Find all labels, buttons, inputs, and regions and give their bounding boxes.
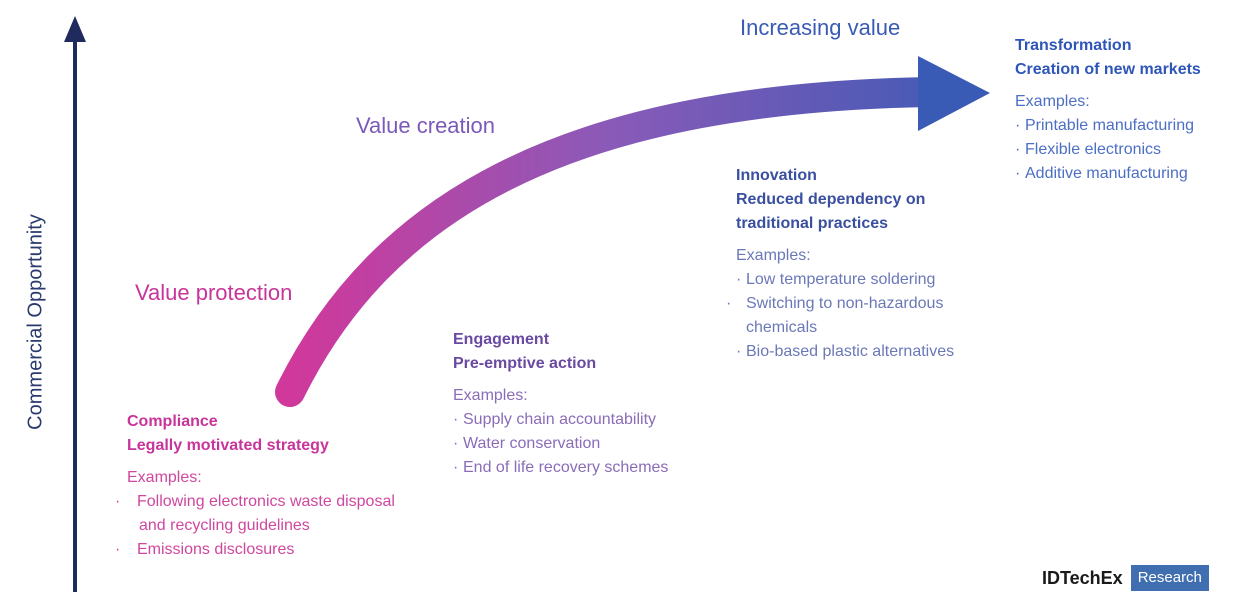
bullet: · [726,295,732,312]
list-item: ·Flexible electronics [1015,138,1247,162]
stage-title: Engagement [453,331,550,348]
stage-title: Compliance [127,413,218,430]
list-item: ·Water conservation [453,432,753,456]
idtechex-logo: IDTechEx Research [1042,565,1209,591]
list-item: ·End of life recovery schemes [453,456,753,480]
stage-title: Transformation [1015,37,1132,54]
y-axis-label: Commercial Opportunity [24,214,47,430]
list-item: ·Supply chain accountability [453,408,753,432]
phase-increasing-value: Increasing value [740,15,901,40]
y-axis-arrow [64,16,86,592]
bullet: · [453,435,459,452]
list-item: ·Printable manufacturing [1015,114,1247,138]
bullet: · [1015,117,1021,134]
stage-engagement: Engagement Pre-emptive action Examples: … [453,328,753,480]
stage-innovation: Innovation Reduced dependency on traditi… [726,164,1016,364]
stage-transformation: Transformation Creation of new markets E… [1015,34,1247,186]
list-item: ·Switching to non-hazardous chemicals [726,292,1008,340]
value-curve-arrow [275,56,990,407]
stage-subtitle: Legally motivated strategy [127,437,329,454]
bullet: · [453,411,459,428]
bullet: · [115,493,121,510]
stage-subtitle-line2: traditional practices [736,215,889,232]
list-item: ·Low temperature soldering [736,268,1016,292]
stage-compliance: Compliance Legally motivated strategy Ex… [115,410,427,562]
bullet: · [1015,141,1021,158]
stage-subtitle-line1: Reduced dependency on [736,191,926,208]
logo-research-box: Research [1130,565,1209,591]
examples-label: Examples: [453,387,528,404]
list-item: ·Emissions disclosures [115,538,427,562]
phase-value-creation: Value creation [356,113,496,138]
stage-subtitle: Pre-emptive action [453,355,597,372]
stage-title: Innovation [736,167,817,184]
logo-wordmark: IDTechEx [1042,567,1123,588]
examples-label: Examples: [736,247,811,264]
list-item: ·Following electronics waste disposal an… [115,490,409,538]
list-item: ·Bio-based plastic alternatives [736,340,1016,364]
bullet: · [736,343,742,360]
examples-label: Examples: [1015,93,1090,110]
bullet: · [736,271,742,288]
bullet: · [115,541,121,558]
bullet: · [1015,165,1021,182]
stage-subtitle: Creation of new markets [1015,61,1201,78]
list-item: ·Additive manufacturing [1015,162,1247,186]
examples-label: Examples: [127,469,202,486]
phase-value-protection: Value protection [135,280,293,305]
bullet: · [453,459,459,476]
